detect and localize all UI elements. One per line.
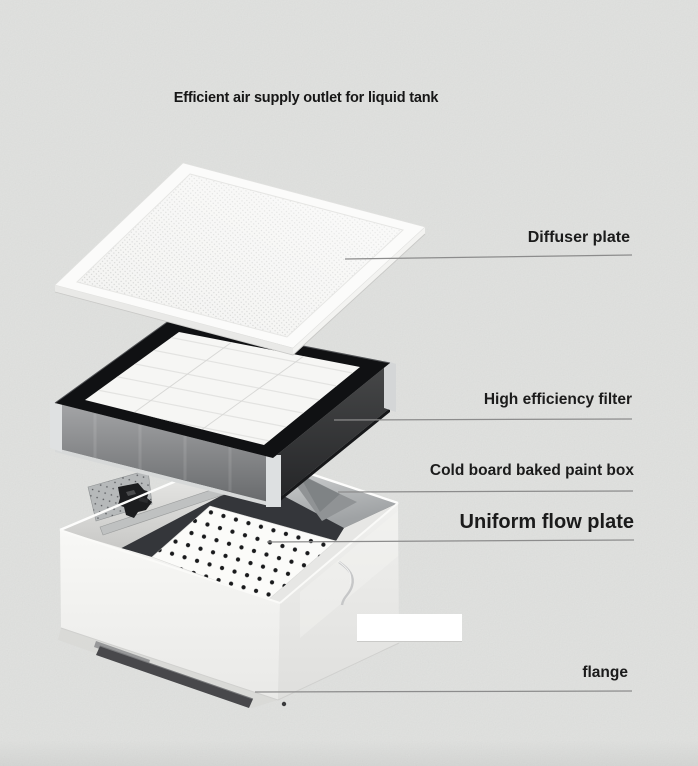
flow-plate-graphic (151, 505, 337, 601)
bottom-vignette (0, 740, 698, 766)
flange-label: flange (582, 664, 628, 681)
leader-lines (254, 254, 635, 693)
drain-wire-graphic (337, 560, 354, 606)
diffuser-plate-graphic (54, 162, 426, 356)
diffuser-plate-label: Diffuser plate (527, 229, 630, 246)
hepa-filter-graphic (50, 319, 396, 507)
cold-board-box-label: Cold board baked paint box (429, 462, 634, 479)
high-efficiency-filter-leader-line (333, 418, 633, 421)
white-patch (357, 614, 462, 642)
uniform-flow-plate-label: Uniform flow plate (459, 511, 634, 533)
flange-leader-line (254, 690, 633, 693)
damper-fitting-graphic (87, 469, 153, 522)
cold-board-box-leader-line (337, 490, 634, 493)
high-efficiency-filter-label: High efficiency filter (483, 391, 632, 408)
diffuser-plate-leader-line (344, 254, 633, 260)
uniform-flow-plate-leader-line (266, 539, 635, 543)
flange-graphic (94, 641, 287, 708)
page-title: Efficient air supply outlet for liquid t… (173, 90, 439, 106)
